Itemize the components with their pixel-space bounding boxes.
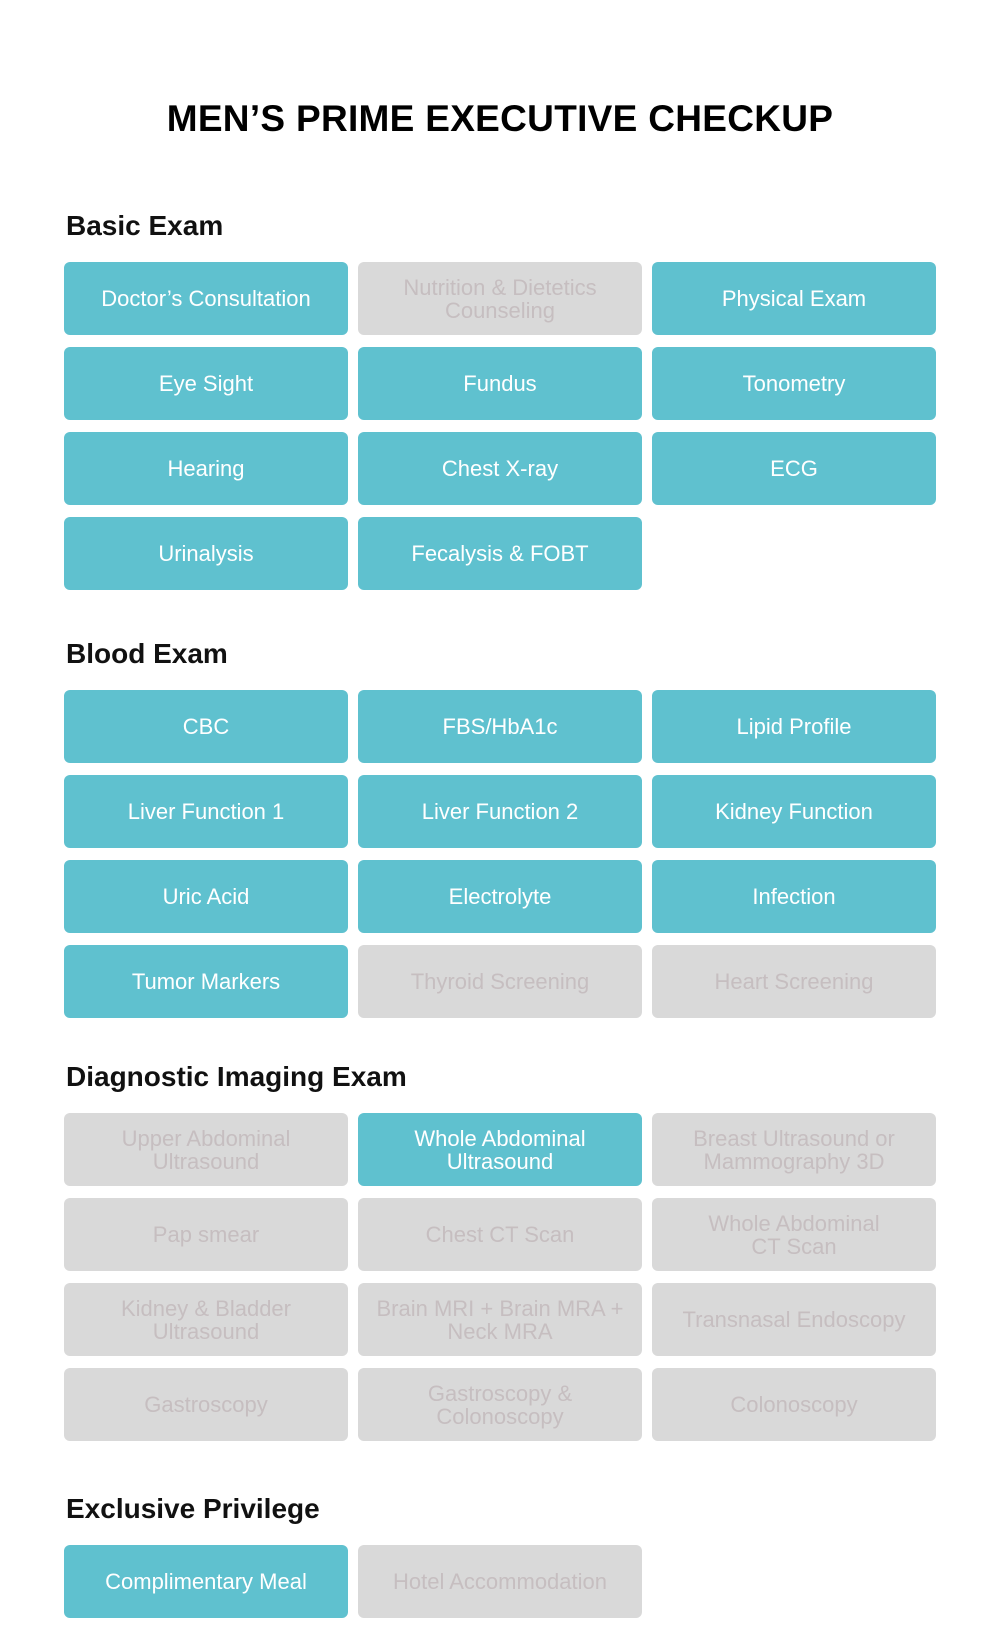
included-test-tile: Fecalysis & FOBT — [358, 517, 642, 590]
section-heading: Blood Exam — [66, 638, 228, 669]
included-test-tile: FBS/HbA1c — [358, 690, 642, 763]
excluded-test-tile: Heart Screening — [652, 945, 936, 1018]
excluded-test-tile: Brain MRI + Brain MRA + Neck MRA — [358, 1283, 642, 1356]
included-test-tile: Doctor’s Consultation — [64, 262, 348, 335]
included-test-tile: Urinalysis — [64, 517, 348, 590]
included-test-tile: Liver Function 2 — [358, 775, 642, 848]
included-test-tile: Complimentary Meal — [64, 1545, 348, 1618]
excluded-test-tile: Upper Abdominal Ultrasound — [64, 1113, 348, 1186]
excluded-test-tile: Breast Ultrasound or Mammography 3D — [652, 1113, 936, 1186]
included-test-tile: Chest X-ray — [358, 432, 642, 505]
excluded-test-tile: Nutrition & Dietetics Counseling — [358, 262, 642, 335]
included-test-tile: Whole Abdominal Ultrasound — [358, 1113, 642, 1186]
section-heading: Exclusive Privilege — [66, 1493, 320, 1524]
included-test-tile: Hearing — [64, 432, 348, 505]
included-test-tile: Fundus — [358, 347, 642, 420]
excluded-test-tile: Hotel Accommodation — [358, 1545, 642, 1618]
excluded-test-tile: Gastroscopy & Colonoscopy — [358, 1368, 642, 1441]
page-title: MEN’S PRIME EXECUTIVE CHECKUP — [166, 98, 834, 139]
included-test-tile: CBC — [64, 690, 348, 763]
included-test-tile: Tumor Markers — [64, 945, 348, 1018]
excluded-test-tile: Transnasal Endoscopy — [652, 1283, 936, 1356]
included-test-tile: ECG — [652, 432, 936, 505]
included-test-tile: Kidney Function — [652, 775, 936, 848]
included-test-tile: Uric Acid — [64, 860, 348, 933]
included-test-tile: Electrolyte — [358, 860, 642, 933]
excluded-test-tile: Pap smear — [64, 1198, 348, 1271]
section-heading: Basic Exam — [66, 210, 224, 241]
section-heading: Diagnostic Imaging Exam — [66, 1061, 407, 1092]
included-test-tile: Liver Function 1 — [64, 775, 348, 848]
included-test-tile: Infection — [652, 860, 936, 933]
excluded-test-tile: Kidney & Bladder Ultrasound — [64, 1283, 348, 1356]
included-test-tile: Physical Exam — [652, 262, 936, 335]
excluded-test-tile: Thyroid Screening — [358, 945, 642, 1018]
included-test-tile: Eye Sight — [64, 347, 348, 420]
excluded-test-tile: Colonoscopy — [652, 1368, 936, 1441]
excluded-test-tile: Gastroscopy — [64, 1368, 348, 1441]
included-test-tile: Tonometry — [652, 347, 936, 420]
excluded-test-tile: Whole Abdominal CT Scan — [652, 1198, 936, 1271]
excluded-test-tile: Chest CT Scan — [358, 1198, 642, 1271]
included-test-tile: Lipid Profile — [652, 690, 936, 763]
